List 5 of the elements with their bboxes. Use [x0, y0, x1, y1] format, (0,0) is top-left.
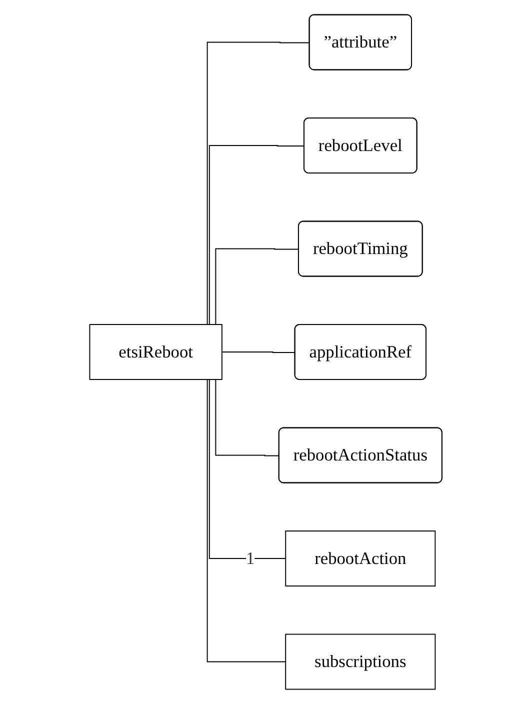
node-box — [285, 634, 436, 690]
tree-diagram: 1 etsiReboot ”attribute” rebootLevel rebootTiming applicationRef rebootActionStatus rebootAction subscriptions — [82, 7, 450, 697]
connector — [222, 352, 296, 353]
node-box — [89, 324, 223, 380]
node-box — [285, 530, 436, 586]
